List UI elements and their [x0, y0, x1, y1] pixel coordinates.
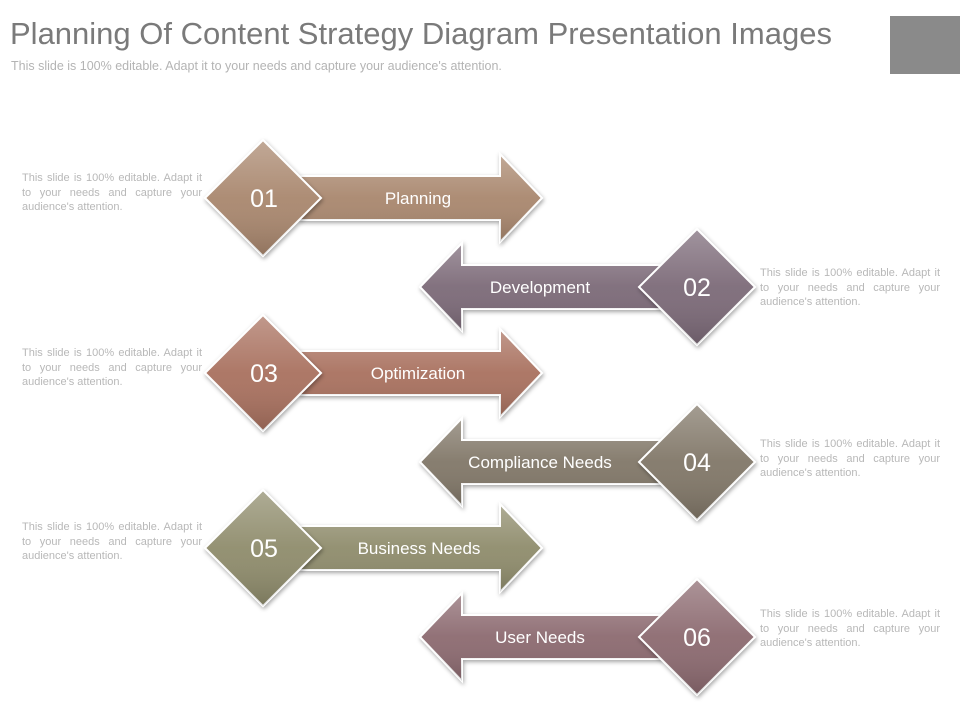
stage-03-arrow-shine: [300, 329, 542, 417]
stage-05: Business Needs 05: [203, 488, 544, 608]
stage-06-number: 06: [683, 624, 711, 652]
stage-03-description: This slide is 100% editable. Adapt it to…: [22, 347, 202, 388]
stage-04-description: This slide is 100% editable. Adapt it to…: [760, 438, 940, 479]
stage-06-diamond-shine: [639, 579, 755, 695]
stage-06: User Needs 06: [418, 577, 757, 697]
stage-05-number: 05: [250, 535, 278, 563]
stage-04-arrow-shine: [420, 418, 660, 506]
stage-05-description: This slide is 100% editable. Adapt it to…: [22, 521, 202, 562]
slide-title: Planning Of Content Strategy Diagram Pre…: [10, 16, 832, 51]
stage-06-arrow-shine: [420, 593, 660, 681]
stage-05-label: Business Needs: [358, 539, 481, 558]
stage-01-diamond-shine: [205, 140, 321, 256]
stage-02-number: 02: [683, 274, 711, 302]
stage-02-label: Development: [490, 278, 590, 297]
stage-04-diamond-shine: [639, 404, 755, 520]
stage-05-diamond-shine: [205, 490, 321, 606]
stage-06-label: User Needs: [495, 628, 585, 647]
stage-03-diamond-shine: [205, 315, 321, 431]
stage-01-arrow-shine: [300, 154, 542, 242]
stage-03-number: 03: [250, 360, 278, 388]
logo-placeholder: [890, 16, 960, 74]
stage-02-description: This slide is 100% editable. Adapt it to…: [760, 267, 940, 308]
stage-02-diamond-shine: [639, 229, 755, 345]
stage-03: Optimization 03: [203, 313, 544, 433]
stage-04: Compliance Needs 04: [418, 402, 757, 522]
stage-01-description: This slide is 100% editable. Adapt it to…: [22, 172, 202, 213]
stage-01-number: 01: [250, 185, 278, 213]
stage-02: Development 02: [418, 227, 757, 347]
stage-02-arrow-shine: [420, 243, 660, 331]
stage-04-label: Compliance Needs: [468, 453, 612, 472]
stage-01-label: Planning: [385, 189, 451, 208]
slide-subtitle: This slide is 100% editable. Adapt it to…: [11, 59, 502, 73]
stage-05-arrow-shine: [300, 504, 542, 592]
stage-03-label: Optimization: [371, 364, 465, 383]
stage-01: Planning 01: [203, 138, 544, 258]
stage-04-number: 04: [683, 449, 711, 477]
stage-06-description: This slide is 100% editable. Adapt it to…: [760, 608, 940, 649]
